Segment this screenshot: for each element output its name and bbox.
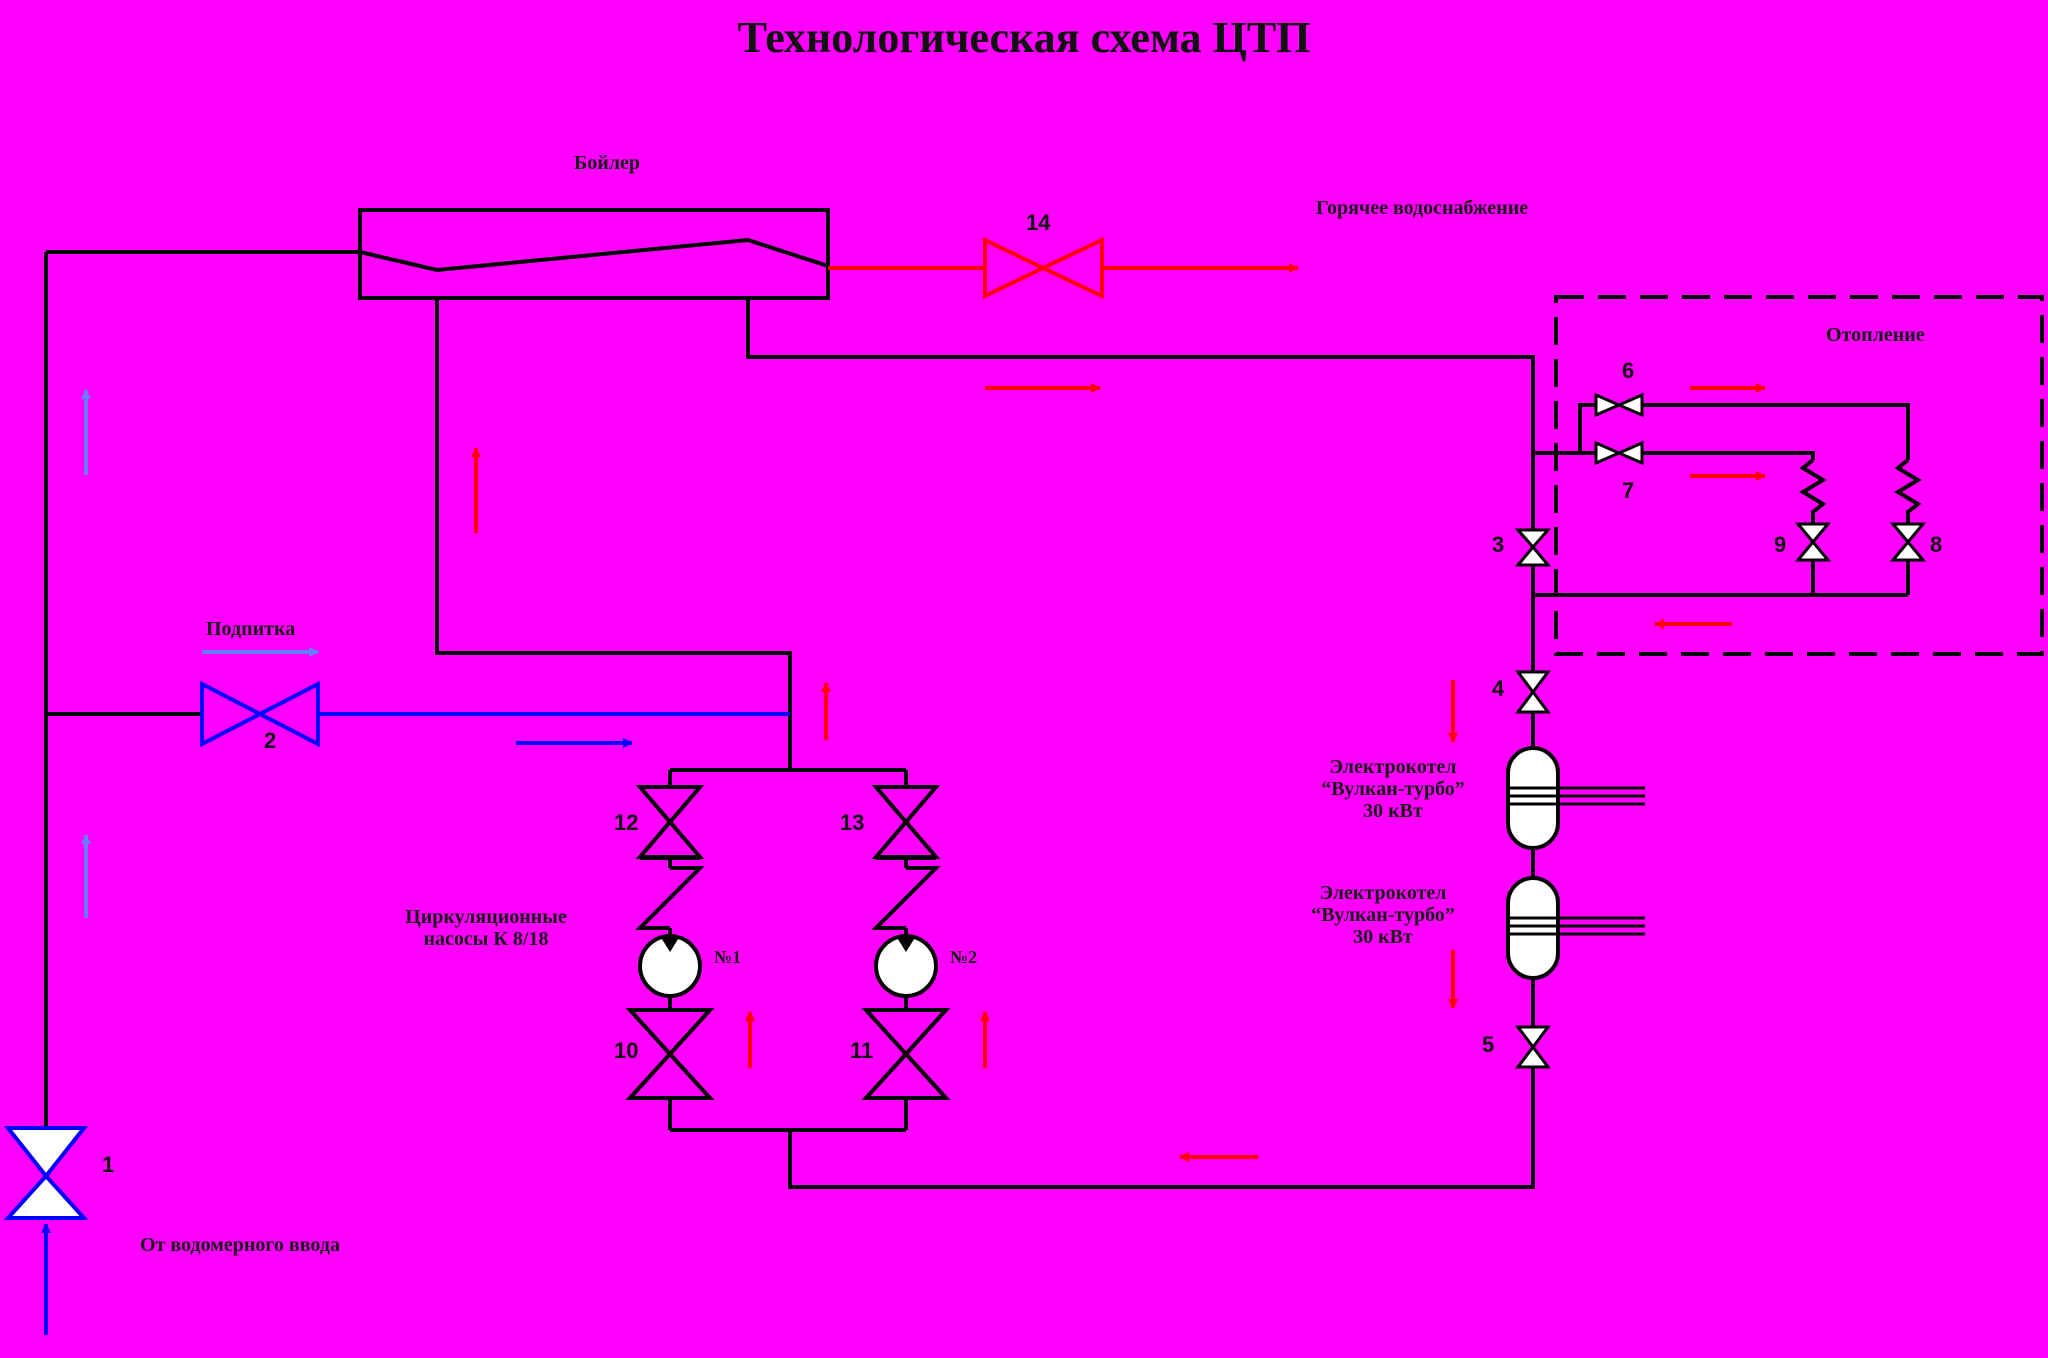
boiler xyxy=(358,208,830,300)
pump-1-label: №1 xyxy=(714,947,742,967)
heating-label: Отопление xyxy=(1826,324,1925,346)
heating-zone-boundary xyxy=(1554,295,2044,656)
pumps-label-line-2: насосы К 8/18 xyxy=(423,928,549,950)
valve-7 xyxy=(1594,440,1644,466)
valve-3-number: 3 xyxy=(1492,532,1505,557)
valve-6-number: 6 xyxy=(1622,358,1635,383)
valve-8-number: 8 xyxy=(1930,532,1943,557)
electroboiler-1-label-line-3: 30 кВт xyxy=(1363,800,1423,822)
valve-9-number: 9 xyxy=(1774,532,1787,557)
valve-13 xyxy=(871,785,941,859)
valve-7-number: 7 xyxy=(1622,478,1635,503)
electroboiler-2-label-line-3: 30 кВт xyxy=(1353,926,1413,948)
valve-12 xyxy=(635,785,705,859)
valve-3 xyxy=(1514,528,1552,567)
flow-arrows xyxy=(81,383,1766,1162)
heating-supply-line xyxy=(746,298,1535,530)
valve-1-number: 1 xyxy=(102,1152,115,1177)
cold-supply-riser xyxy=(44,250,360,1130)
electroboiler-2-label-line-2: “Вулкан-турбо” xyxy=(1311,904,1455,926)
heating-return-line xyxy=(435,298,792,770)
hot-water-label: Горячее водоснабжение xyxy=(1316,197,1529,219)
valve-8 xyxy=(1889,522,1927,562)
electroboiler-2-label-line-1: Электрокотел xyxy=(1319,882,1447,904)
valve-10-number: 10 xyxy=(614,1038,639,1063)
valve-9 xyxy=(1794,522,1832,562)
boiler-label: Бойлер xyxy=(574,152,640,174)
valve-5 xyxy=(1515,1025,1551,1069)
pump-2 xyxy=(874,934,938,998)
electroboiler-1-label: Электрокотел “Вулкан-турбо” 30 кВт xyxy=(1308,756,1478,822)
valve-13-number: 13 xyxy=(840,810,865,835)
valve-14-number: 14 xyxy=(1026,210,1051,235)
pump-1 xyxy=(638,934,702,998)
valve-5-number: 5 xyxy=(1482,1032,1495,1057)
valve-11 xyxy=(861,1008,951,1100)
valve-6 xyxy=(1594,392,1644,418)
electroboiler-1 xyxy=(1506,746,1645,850)
valve-11-number: 11 xyxy=(850,1038,874,1063)
electroboiler-2 xyxy=(1506,876,1645,980)
electroboiler-2-label: Электрокотел “Вулкан-турбо” 30 кВт xyxy=(1298,882,1468,948)
valve-2 xyxy=(200,680,320,748)
valve-10 xyxy=(625,1008,715,1100)
heating-branches xyxy=(1533,403,1922,597)
valve-14 xyxy=(983,236,1104,300)
page-title: Технологическая схема ЦТП xyxy=(737,13,1311,62)
valve-4 xyxy=(1515,670,1551,714)
pumps-label: Циркуляционные насосы К 8/18 xyxy=(386,906,586,950)
valve-4-number: 4 xyxy=(1492,676,1505,701)
makeup-label: Подпитка xyxy=(206,618,296,640)
valve-1 xyxy=(3,1126,89,1220)
electroboiler-1-label-line-1: Электрокотел xyxy=(1329,756,1457,778)
pump-2-label: №2 xyxy=(950,947,978,967)
valve-2-number: 2 xyxy=(264,728,277,753)
electroboiler-1-label-line-2: “Вулкан-турбо” xyxy=(1321,778,1465,800)
valve-12-number: 12 xyxy=(614,810,639,835)
pumps-label-line-1: Циркуляционные xyxy=(405,906,567,928)
meter-inlet-label: От водомерного ввода xyxy=(140,1234,340,1256)
right-riser xyxy=(788,565,1535,1189)
